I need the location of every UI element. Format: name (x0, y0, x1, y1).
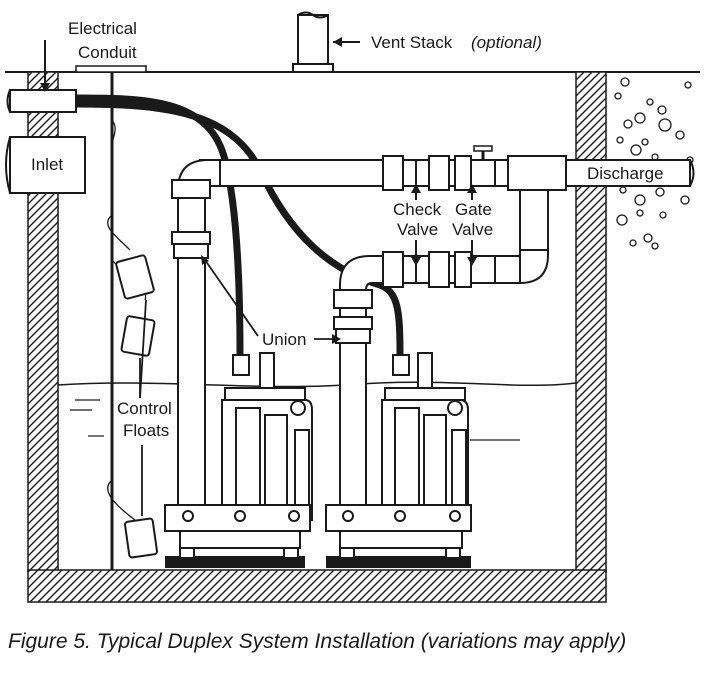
label-discharge: Discharge (587, 164, 664, 183)
left-discharge-riser (171, 159, 221, 506)
label-floats-line2: Floats (123, 421, 169, 440)
label-conduit-line2: Conduit (78, 43, 137, 62)
pump-right (325, 352, 472, 559)
label-union: Union (262, 330, 306, 349)
label-vent-stack: Vent Stack (371, 33, 453, 52)
gate-valve-upper (454, 145, 496, 191)
basin-floor (27, 569, 607, 603)
label-check-valve-line2: Valve (397, 220, 438, 239)
right-union (333, 316, 373, 344)
control-float-1 (115, 254, 155, 300)
soil-bubbles (614, 77, 694, 250)
discharge-tee (507, 155, 567, 285)
valve-arrows (411, 184, 477, 266)
inlet-pipe (5, 136, 86, 194)
vent-stack-pipe (292, 11, 334, 73)
left-union (171, 231, 211, 259)
label-check-valve-line1: Check (393, 200, 442, 219)
basin-wall-right (575, 71, 607, 573)
figure-caption: Figure 5. Typical Duplex System Installa… (8, 630, 627, 653)
water-ripples (70, 399, 520, 441)
pump-base-right (326, 556, 471, 568)
control-float-3 (124, 517, 158, 559)
label-gate-valve-line1: Gate (455, 200, 492, 219)
union-arrows (201, 255, 341, 344)
floats-arrows (139, 299, 147, 516)
check-valve-lower (382, 251, 450, 288)
conduit-plate (75, 65, 147, 73)
electrical-conduit-pipe (9, 89, 77, 113)
label-control-line1: Control (117, 399, 172, 418)
label-vent-stack-optional: (optional) (471, 33, 542, 52)
water-line (57, 381, 577, 388)
label-electrical-line1: Electrical (68, 19, 137, 38)
label-gate-valve-line2: Valve (452, 220, 493, 239)
label-inlet: Inlet (31, 155, 63, 174)
gate-valve-lower (454, 251, 496, 288)
power-cord-1 (75, 94, 244, 356)
check-valve-upper (382, 155, 450, 191)
pump-left (164, 352, 313, 559)
pump-base-left (165, 556, 305, 568)
control-float-2 (120, 315, 156, 357)
power-cord-2 (75, 100, 404, 356)
